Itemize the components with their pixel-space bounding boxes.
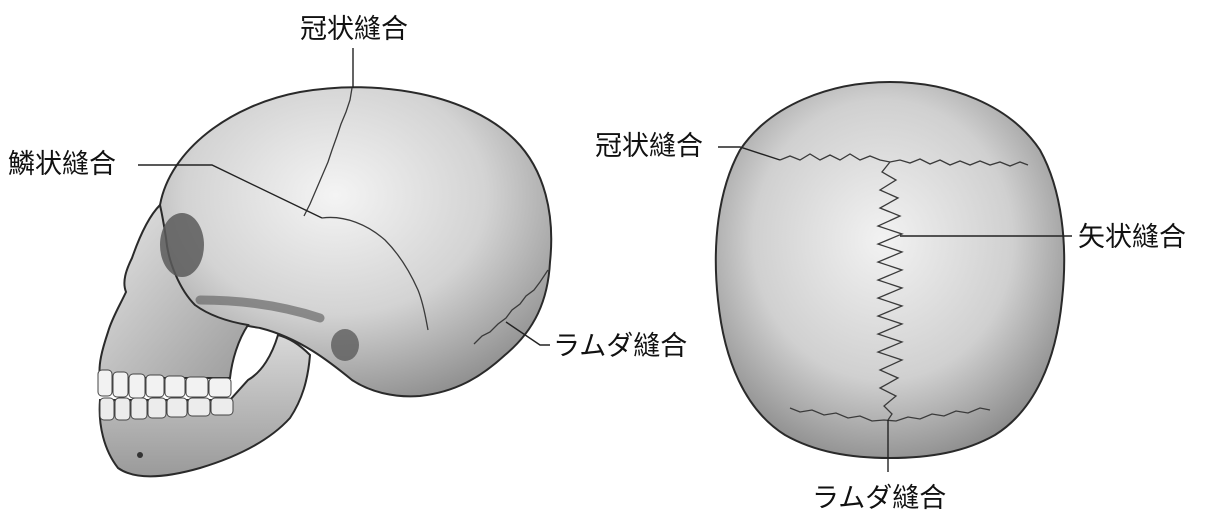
label-lateral-squamous: 鱗状縫合	[8, 149, 116, 180]
lateral-ear-canal	[331, 329, 359, 361]
label-superior-lambdoid: ラムダ縫合	[812, 483, 946, 514]
superior-skull	[716, 82, 1064, 458]
label-superior-coronal: 冠状縫合	[595, 131, 703, 162]
lateral-mental-foramen	[137, 452, 143, 458]
lateral-skull	[98, 87, 551, 476]
label-lateral-coronal: 冠状縫合	[300, 14, 408, 45]
label-lateral-lambdoid: ラムダ縫合	[553, 331, 687, 362]
lateral-orbit	[160, 213, 204, 277]
label-superior-sagittal: 矢状縫合	[1078, 222, 1186, 253]
